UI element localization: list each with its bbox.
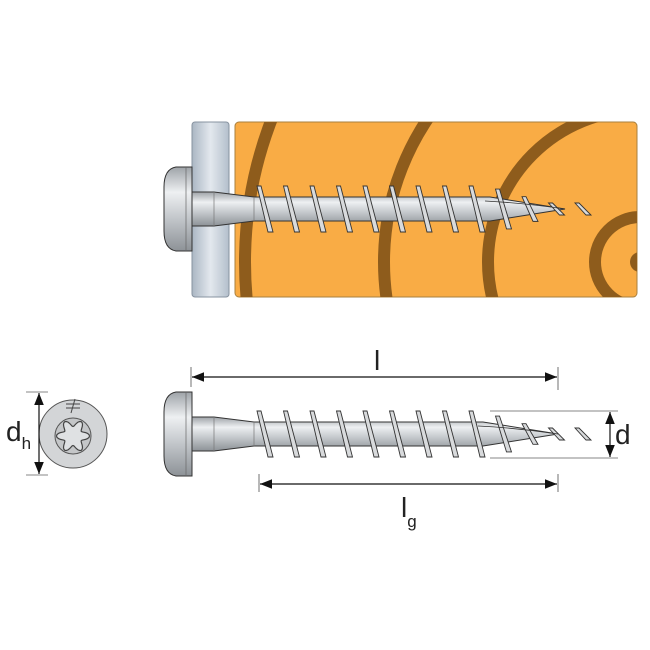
thread [415,410,433,458]
thread [388,410,407,458]
thread [468,185,486,233]
thread [415,185,433,233]
dimension-lines [26,367,618,492]
thread [521,196,539,222]
wood-block [234,121,638,298]
thread [388,185,407,233]
screw-shank [191,416,559,452]
thread [335,185,354,233]
thread [335,410,354,458]
thread [494,415,513,453]
screw-head [163,166,193,252]
diameter-label: d [615,419,631,450]
installed-view [163,121,638,298]
thread [362,185,380,233]
thread [441,185,460,233]
wood-grain-rings [239,122,637,297]
thread [362,410,380,458]
screw-head [163,391,193,477]
torx-drive-icon [54,417,92,455]
thread [468,410,486,458]
thread [494,188,513,230]
screw-shank [191,191,566,227]
thread [441,410,460,458]
head-diameter-label: dh [6,416,31,453]
screw-dimensioned [163,391,593,477]
thread [573,202,593,216]
thread [256,185,274,233]
manufacturer-mark-icon [66,398,80,414]
thread [547,202,566,216]
thread [282,410,301,458]
end-view-head [38,398,108,469]
screw-installed [163,166,593,252]
thread [282,185,301,233]
thread-length-label: lg [401,492,417,531]
thread [521,423,539,445]
thread [573,427,593,441]
length-label: l [374,345,380,376]
thread [309,410,327,458]
thread [309,185,327,233]
thread [256,410,274,458]
